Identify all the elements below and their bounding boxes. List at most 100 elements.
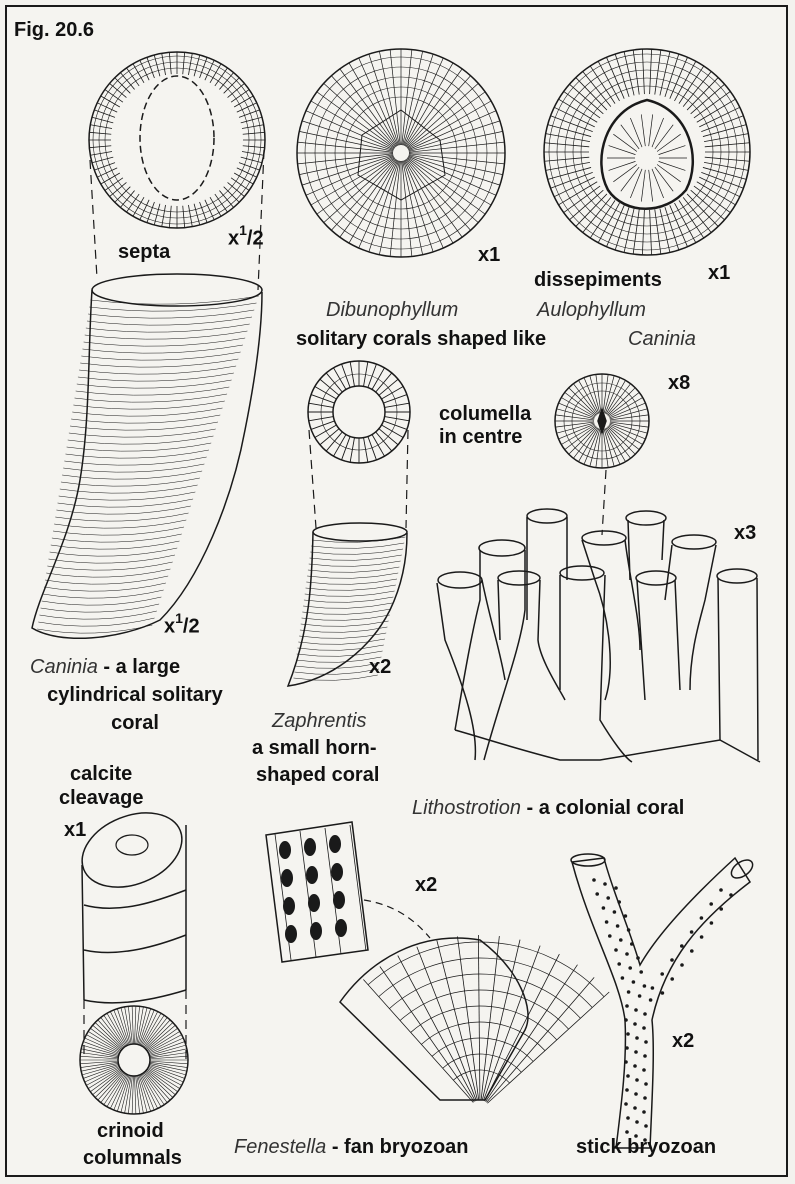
growth-line <box>298 639 385 644</box>
septum <box>660 209 670 253</box>
fenestrule <box>331 863 343 881</box>
septum <box>146 1022 173 1048</box>
fenestrule <box>329 835 341 853</box>
septum <box>169 52 171 74</box>
septum <box>150 1056 188 1059</box>
septum <box>243 146 265 148</box>
caninia-body-magnification: x1/2 <box>164 612 200 639</box>
septum <box>544 143 589 147</box>
septum <box>120 191 134 208</box>
septum <box>655 125 673 149</box>
septum <box>609 146 636 155</box>
septum <box>132 1076 133 1114</box>
septum <box>679 200 704 238</box>
growth-line <box>301 621 389 626</box>
septum <box>132 1006 133 1044</box>
fenestrule <box>310 922 322 940</box>
calcite-label-2: cleavage <box>59 786 144 810</box>
septum <box>551 172 593 188</box>
growth-line <box>306 585 396 590</box>
aulophyllum-label: Aulophyllum <box>537 298 646 322</box>
septum <box>117 1075 129 1111</box>
lithostrotion-magnification: x3 <box>734 522 756 545</box>
septum <box>224 78 240 94</box>
fan-branch <box>380 966 474 1101</box>
septum <box>679 66 704 104</box>
growth-line <box>310 549 403 554</box>
septum <box>150 1061 188 1064</box>
fan-branch <box>417 947 477 1101</box>
caninia-genus: Caninia <box>30 656 98 678</box>
septum <box>659 161 686 170</box>
calcite-label-1: calcite <box>70 762 132 786</box>
septum <box>149 1065 185 1078</box>
septum <box>650 49 652 94</box>
septum <box>183 52 185 74</box>
stick-bryozoan <box>571 854 756 1148</box>
septum <box>649 170 653 202</box>
mag-sup: 1 <box>239 222 247 238</box>
septum <box>551 116 593 132</box>
fenestrule <box>306 866 318 884</box>
fenestella-desc: - fan bryozoan <box>326 1136 468 1158</box>
septum <box>590 66 615 104</box>
septum <box>183 206 185 228</box>
caninia-section-magnification: x1/2 <box>228 224 264 251</box>
septum <box>705 157 750 161</box>
septum <box>652 169 664 198</box>
septum <box>659 146 686 155</box>
septum <box>642 49 644 94</box>
septa-label: septa <box>118 240 170 264</box>
septum <box>146 1071 173 1097</box>
caninia-desc: - a large <box>98 656 180 678</box>
septum <box>642 210 644 255</box>
septum <box>107 1013 126 1046</box>
fan-branch <box>457 936 478 1100</box>
septum <box>630 118 642 147</box>
fenestrule <box>304 838 316 856</box>
septum <box>701 116 743 132</box>
fenestrule <box>283 897 295 915</box>
septum <box>613 164 637 181</box>
septum <box>110 83 127 97</box>
septum <box>135 1076 136 1114</box>
septum <box>110 182 127 196</box>
fan-branch <box>398 956 476 1102</box>
figure-title: Fig. 20.6 <box>14 18 94 42</box>
caninia-body <box>32 274 262 638</box>
dibunophyllum-label: Dibunophyllum <box>326 298 458 322</box>
growth-line <box>302 609 391 614</box>
zaphrentis-caption-2: shaped coral <box>256 763 379 787</box>
lithostrotion-caption: Lithostrotion - a colonial coral <box>412 796 684 820</box>
fenestrule <box>333 891 345 909</box>
mag-text: x <box>164 616 175 638</box>
septum <box>169 206 171 228</box>
growth-line <box>90 296 258 304</box>
growth-line <box>311 543 404 548</box>
septum <box>83 1065 119 1078</box>
growth-line <box>298 645 384 650</box>
crinoid-label-1: crinoid <box>97 1119 164 1143</box>
stick-magnification: x2 <box>672 1030 694 1053</box>
septum <box>655 50 661 95</box>
solitary-corals-caption: solitary corals shaped like <box>296 327 546 351</box>
fan-dissepiment <box>411 1006 557 1040</box>
fan-dissepiment <box>389 974 580 1018</box>
zaphrentis-caption-1: a small horn- <box>252 736 376 760</box>
septum <box>624 209 634 253</box>
fenestrule <box>281 869 293 887</box>
septum <box>243 132 265 134</box>
growth-line <box>303 603 392 608</box>
dibunophyllum-magnification: x1 <box>478 244 500 267</box>
growth-line <box>300 627 387 632</box>
crinoid-label-2: columnals <box>83 1146 182 1170</box>
septum <box>95 1071 122 1097</box>
septum <box>660 52 670 96</box>
growth-line <box>304 597 393 602</box>
septum <box>569 427 597 455</box>
fenestrule <box>335 919 347 937</box>
septum <box>633 209 639 254</box>
septum <box>650 210 652 255</box>
caninia-small-label: Caninia <box>628 327 696 351</box>
caninia-caption-3: coral <box>20 711 250 735</box>
